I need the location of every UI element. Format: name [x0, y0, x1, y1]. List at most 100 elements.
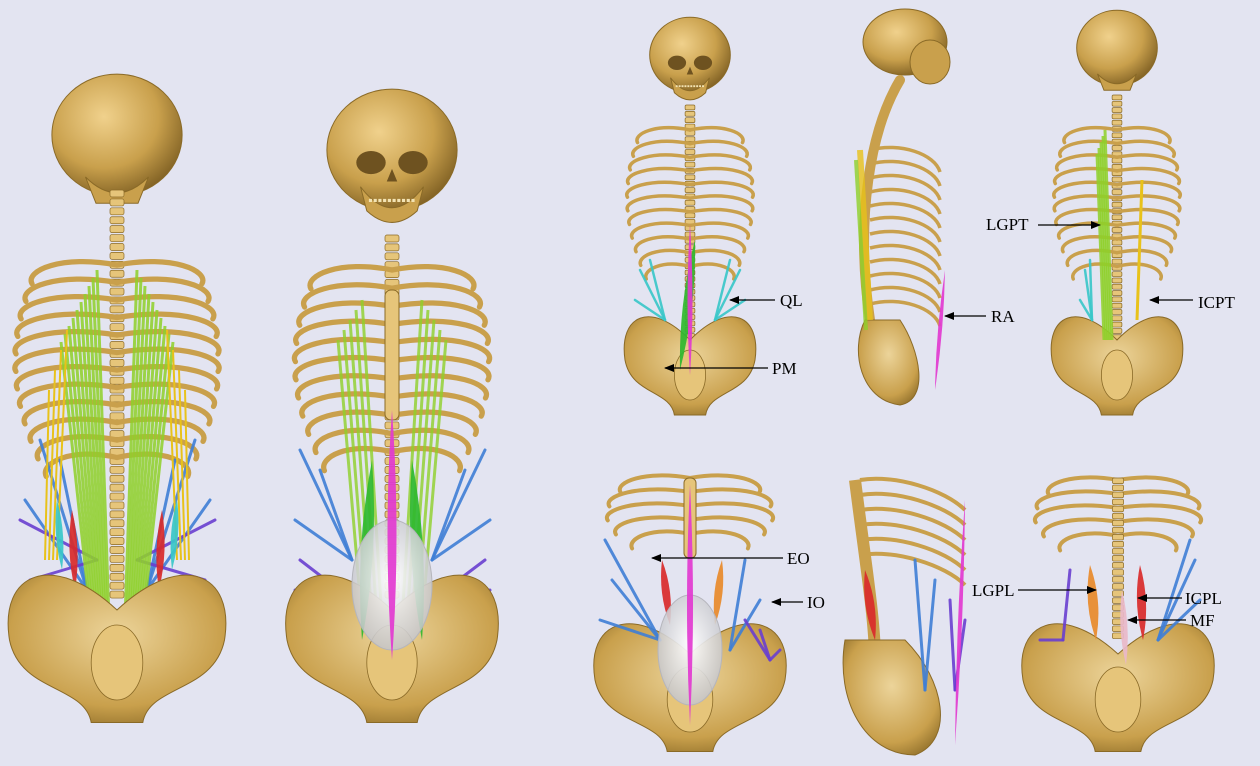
eye-socket: [694, 56, 712, 70]
skull: [1077, 10, 1158, 85]
vertebra: [1112, 177, 1122, 182]
vertebra: [1112, 534, 1123, 540]
vertebra: [1112, 499, 1123, 505]
vertebra: [110, 306, 124, 313]
label-pm: PM: [772, 360, 797, 377]
eye-socket: [398, 151, 427, 174]
vertebra: [685, 105, 695, 110]
vertebra: [110, 591, 124, 598]
vertebra: [1112, 202, 1122, 207]
vertebra: [1112, 240, 1122, 245]
vertebra: [110, 547, 124, 554]
vertebra: [685, 111, 695, 116]
vertebra: [110, 252, 124, 259]
vertebra: [1112, 228, 1122, 233]
vertebra: [1112, 541, 1123, 547]
vertebra: [685, 137, 695, 142]
vertebra: [1112, 310, 1122, 315]
vertebra: [1112, 527, 1123, 533]
vertebra: [110, 208, 124, 215]
vertebra: [110, 217, 124, 224]
vertebra: [110, 573, 124, 580]
sternum: [385, 290, 399, 420]
vertebra: [1112, 215, 1122, 220]
vertebra: [110, 466, 124, 473]
vertebra: [1112, 101, 1122, 106]
vertebra: [110, 288, 124, 295]
vertebra: [110, 413, 124, 420]
label-eo: EO: [787, 550, 810, 567]
vertebra: [1112, 563, 1123, 569]
vertebra: [1112, 506, 1123, 512]
vertebra: [110, 502, 124, 509]
vertebra: [110, 235, 124, 242]
vertebra: [1112, 145, 1122, 150]
vertebra: [110, 395, 124, 402]
vertebra: [1112, 485, 1123, 491]
vertebra: [1112, 584, 1123, 590]
label-ql: QL: [780, 292, 803, 309]
vertebra: [1112, 284, 1122, 289]
vertebra: [685, 213, 695, 218]
eye-socket: [356, 151, 385, 174]
vertebra: [1112, 513, 1123, 519]
vertebra: [1112, 120, 1122, 125]
vertebra: [1112, 259, 1122, 264]
label-mf: MF: [1190, 612, 1215, 629]
vertebra: [685, 118, 695, 123]
vertebra: [1112, 114, 1122, 119]
vertebra: [110, 190, 124, 197]
label-icpl: ICPL: [1185, 590, 1222, 607]
vertebra: [110, 493, 124, 500]
vertebra: [110, 243, 124, 250]
vertebra: [110, 555, 124, 562]
vertebra: [110, 529, 124, 536]
skull: [650, 17, 731, 92]
vertebra: [1112, 328, 1122, 333]
vertebra: [1112, 303, 1122, 308]
face: [910, 40, 950, 84]
vertebra: [685, 188, 695, 193]
vertebra: [1112, 492, 1123, 498]
vertebra: [685, 200, 695, 205]
vertebra: [110, 582, 124, 589]
vertebra: [1112, 478, 1123, 484]
sacrum: [1095, 667, 1141, 732]
vertebra: [1112, 133, 1122, 138]
vertebra: [110, 520, 124, 527]
vertebra: [110, 538, 124, 545]
sacrum: [1101, 350, 1132, 400]
vertebra: [1112, 297, 1122, 302]
vertebra: [1112, 272, 1122, 277]
vertebra: [110, 377, 124, 384]
vertebra: [1112, 164, 1122, 169]
vertebra: [1112, 291, 1122, 296]
skull: [52, 74, 182, 196]
vertebra: [1112, 95, 1122, 100]
vertebra: [1112, 190, 1122, 195]
vertebra: [385, 244, 399, 251]
vertebra: [1112, 278, 1122, 283]
vertebra: [110, 226, 124, 233]
sacrum: [91, 625, 143, 700]
eye-socket: [668, 56, 686, 70]
label-icpt: ICPT: [1198, 294, 1235, 311]
vertebra: [110, 475, 124, 482]
vertebra: [110, 564, 124, 571]
vertebra: [110, 324, 124, 331]
label-lgpl: LGPL: [972, 582, 1015, 599]
vertebra: [385, 253, 399, 260]
label-io: IO: [807, 594, 825, 611]
vertebra: [685, 175, 695, 180]
vertebra: [685, 162, 695, 167]
skull: [327, 89, 457, 211]
vertebra: [385, 235, 399, 242]
vertebra: [110, 484, 124, 491]
vertebra: [1112, 108, 1122, 113]
vertebra: [1112, 520, 1123, 526]
vertebra: [1112, 316, 1122, 321]
label-lgpt: LGPT: [986, 216, 1029, 233]
vertebra: [110, 270, 124, 277]
